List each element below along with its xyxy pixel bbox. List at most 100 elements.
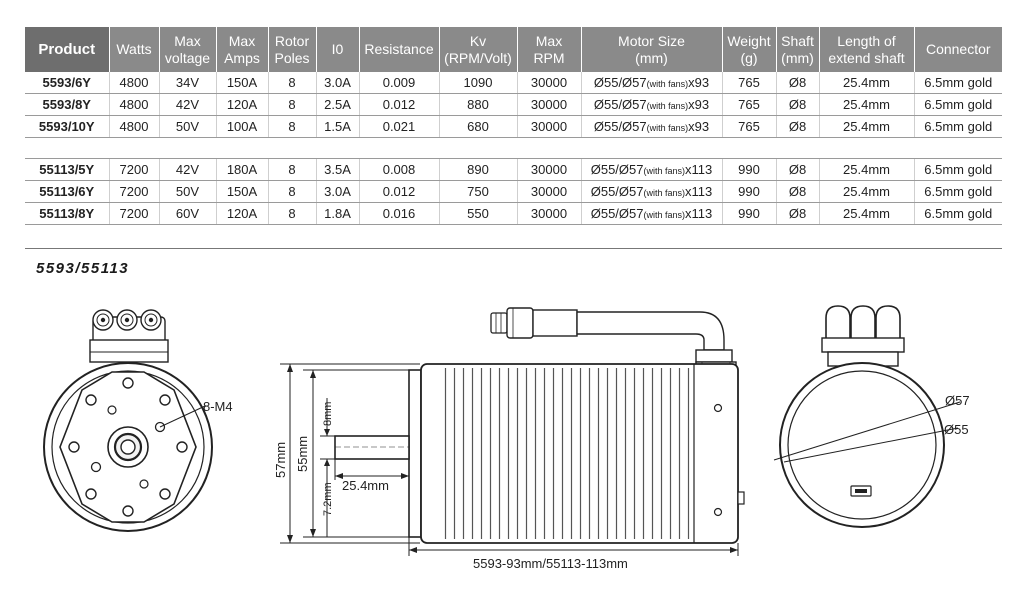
motor-size-part: (with fans) [646,101,689,111]
cell-amps: 180A [216,158,269,181]
cell-shaft: Ø8 [776,158,820,181]
dimension-arrow-icons [287,364,738,553]
cell-voltage: 50V [159,115,217,138]
front-shaft-icon [107,426,149,468]
cell-resistance: 0.008 [359,158,440,181]
column-header: Resistance [359,27,440,72]
cell-rpm: 30000 [517,115,582,138]
cell-connector: 6.5mm gold [914,202,1002,225]
mount-leader-line [159,405,206,428]
spacer-cell [25,137,1002,159]
motor-size-part: (with fans) [646,123,689,133]
cell-watts: 4800 [109,72,160,94]
side-cooling-fins [440,368,692,539]
cell-shaft: Ø8 [776,180,820,203]
model-title: 5593/55113 [36,260,130,277]
cell-rpm: 30000 [517,93,582,116]
cell-product: 5593/10Y [25,115,110,138]
cell-i0: 3.5A [316,158,360,181]
column-header-line2: (mm) [781,49,814,66]
motor-size-part: Ø55/Ø57 [593,119,647,134]
cell-kv: 750 [439,180,518,203]
column-header-line1: Watts [116,41,152,57]
cell-product: 5593/8Y [25,93,110,116]
cell-poles: 8 [268,72,317,94]
front-view: 8-M4 [43,309,233,532]
cell-product: 55113/6Y [25,180,110,203]
cell-weight: 765 [722,115,777,138]
column-header-line1: Rotor [274,32,310,49]
cell-watts: 4800 [109,115,160,138]
motor-size-part: Ø55/Ø57 [590,206,644,221]
cell-poles: 8 [268,202,317,225]
motor-size-part: x113 [685,162,713,177]
dim-height-outer: 57mm [273,442,288,478]
cell-rpm: 30000 [517,202,582,225]
column-header-line2: Amps [224,49,260,66]
cell-kv: 880 [439,93,518,116]
column-header-line2: (mm) [635,49,668,66]
cell-product: 55113/8Y [25,202,110,225]
cell-product: 55113/5Y [25,158,110,181]
cell-resistance: 0.021 [359,115,440,138]
cell-amps: 120A [216,202,269,225]
cell-amps: 120A [216,93,269,116]
cell-weight: 765 [722,72,777,94]
cell-motor-size: Ø55/Ø57(with fans)x93 [581,72,723,94]
motor-size-part: Ø55/Ø57 [593,97,647,112]
cell-poles: 8 [268,158,317,181]
column-header-line1: Max [174,32,201,49]
cell-watts: 4800 [109,93,160,116]
column-header: Motor Size(mm) [581,27,723,72]
motor-size-part: x113 [685,206,713,221]
column-header: Shaft(mm) [776,27,820,72]
cell-poles: 8 [268,180,317,203]
column-header-line1: Max RPM [533,32,565,66]
cell-connector: 6.5mm gold [914,93,1002,116]
side-front-flange [408,369,422,538]
motor-size-part: (with fans) [643,210,686,220]
column-header-line2: (g) [740,49,758,66]
dim-outer-diameter: Ø57 [945,393,970,408]
cell-amps: 150A [216,180,269,203]
cell-kv: 680 [439,115,518,138]
dim-inner-diameter: Ø55 [944,422,969,437]
column-header-line2: voltage [164,49,211,66]
cell-rpm: 30000 [517,180,582,203]
cell-rpm: 30000 [517,158,582,181]
cell-shaft: Ø8 [776,72,820,94]
group-spacer-row [25,137,1002,159]
cell-weight: 990 [722,180,777,203]
cell-weight: 990 [722,202,777,225]
cell-motor-size: Ø55/Ø57(with fans)x93 [581,115,723,138]
cell-connector: 6.5mm gold [914,115,1002,138]
column-header: I0 [316,27,360,72]
cell-resistance: 0.012 [359,93,440,116]
cell-i0: 3.0A [316,72,360,94]
motor-size-part: (with fans) [643,166,686,176]
column-header: Product [25,27,110,72]
rear-housing-outer [779,362,945,528]
dim-body-length: 5593-93mm/55113-113mm [473,556,628,571]
cell-poles: 8 [268,115,317,138]
dim-shaft-offset: 7.2mm [322,482,334,516]
motor-size-part: Ø55/Ø57 [590,184,644,199]
cell-weight: 990 [722,158,777,181]
cell-connector: 6.5mm gold [914,72,1002,94]
rear-housing-inner [787,370,937,520]
dim-height-inner: 55mm [295,436,310,472]
cell-i0: 3.0A [316,180,360,203]
cell-watts: 7200 [109,180,160,203]
cell-kv: 890 [439,158,518,181]
cell-motor-size: Ø55/Ø57(with fans)x113 [581,202,723,225]
cell-length: 25.4mm [819,202,915,225]
column-header-line1: Motor Size [618,32,685,49]
